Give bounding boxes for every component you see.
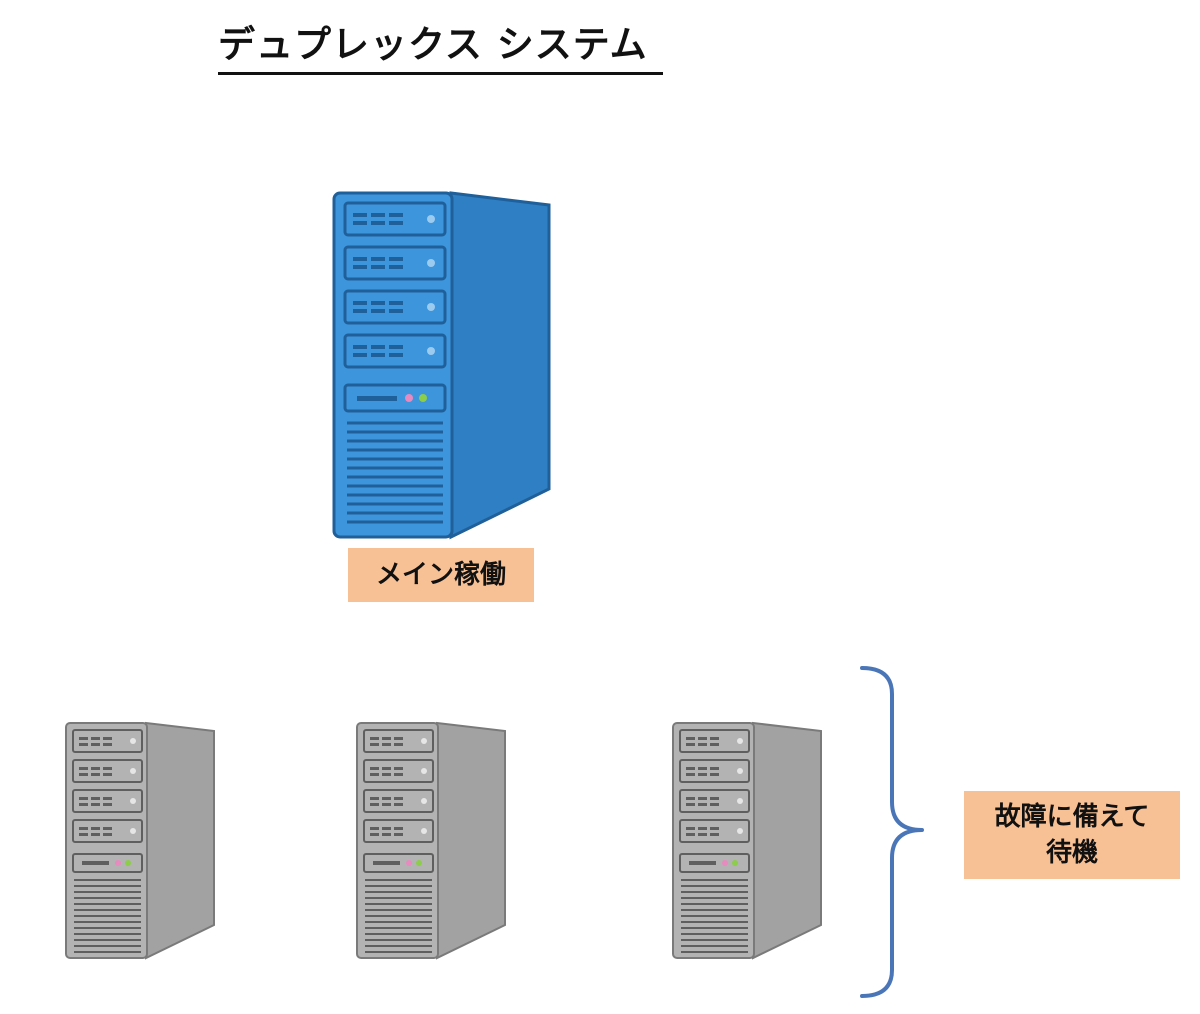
server-tower-icon [356,721,506,960]
standby-label-line1: 故障に備えて [994,802,1150,832]
standby-server-1 [64,720,219,962]
standby-server-2 [355,720,510,962]
standby-label-line2: 待機 [1045,838,1098,868]
main-server [331,189,556,541]
main-server-label: メイン稼働 [348,548,534,602]
standby-server-3 [671,720,826,962]
diagram-title: デュプレックス システム [218,22,663,75]
server-tower-icon [65,721,215,960]
server-tower-icon [332,191,551,540]
server-tower-icon [672,721,822,960]
standby-brace [858,664,938,1004]
main-server-label-text: メイン稼働 [375,560,506,590]
standby-label: 故障に備えて 待機 [964,791,1180,879]
curly-brace-icon [860,666,924,998]
